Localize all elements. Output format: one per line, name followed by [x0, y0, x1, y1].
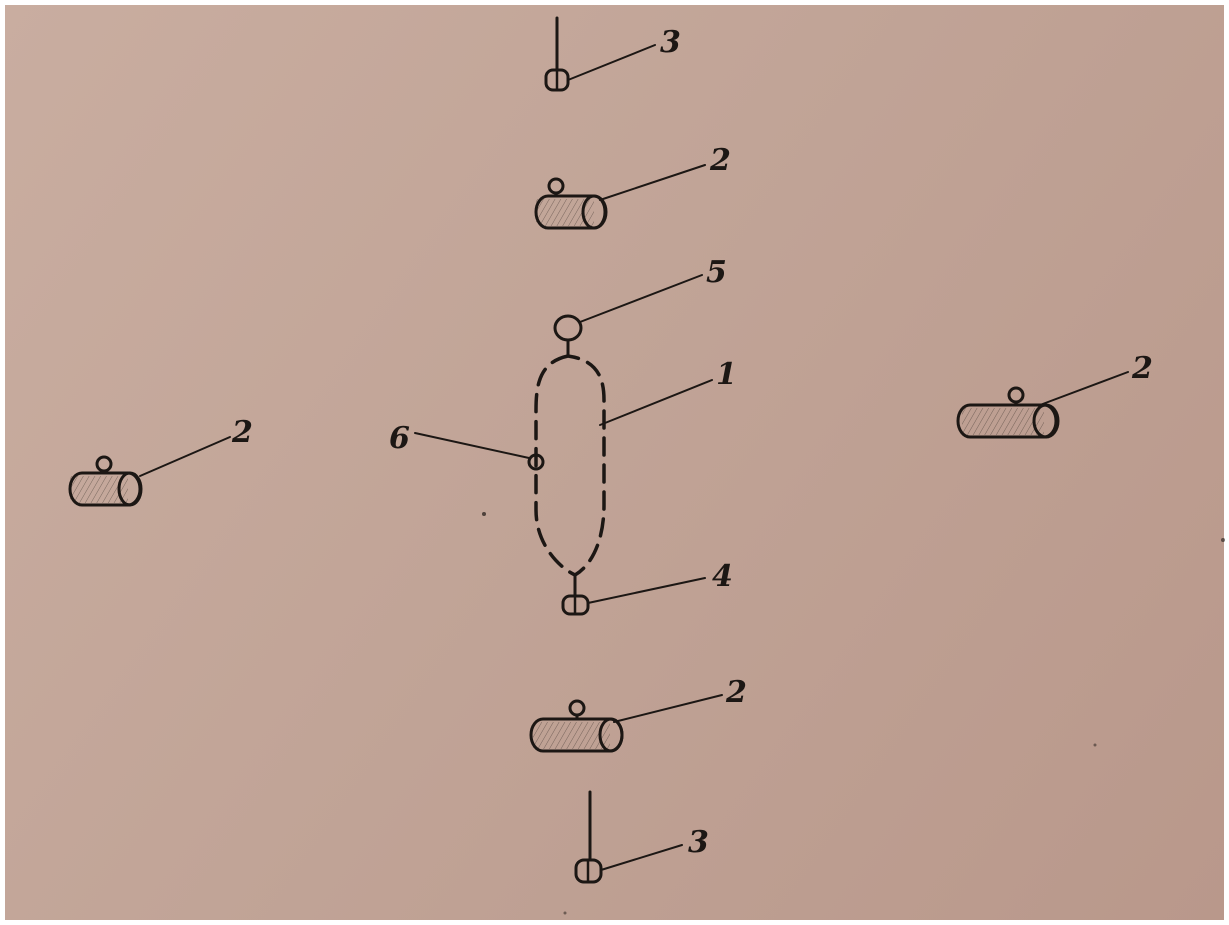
paper-specks [482, 512, 1225, 915]
label-3-bottom: 3 [688, 825, 709, 860]
label-4: 4 [712, 559, 733, 594]
cylinder-bottom: 2 [529, 675, 747, 753]
float-6 [527, 453, 545, 471]
label-2-bottom: 2 [725, 675, 747, 710]
cylinder-left: 2 [68, 415, 253, 507]
paper-sheet [5, 5, 1224, 920]
label-2-top: 2 [709, 143, 731, 178]
mast-top: 3 [544, 16, 681, 92]
mast-bottom: 3 [574, 790, 709, 884]
cylinder-right: 2 [956, 351, 1153, 439]
label-6: 6 [389, 421, 410, 456]
label-3-top: 3 [660, 25, 681, 60]
label-2-left: 2 [231, 415, 253, 450]
label-2-right: 2 [1131, 351, 1153, 386]
label-5: 5 [706, 255, 727, 290]
dashed-loop-1 [534, 354, 606, 577]
label-1: 1 [716, 357, 737, 392]
buoy-5 [553, 314, 583, 342]
cylinder-top: 2 [534, 143, 731, 230]
central-assembly: 5 1 6 4 [389, 255, 737, 616]
